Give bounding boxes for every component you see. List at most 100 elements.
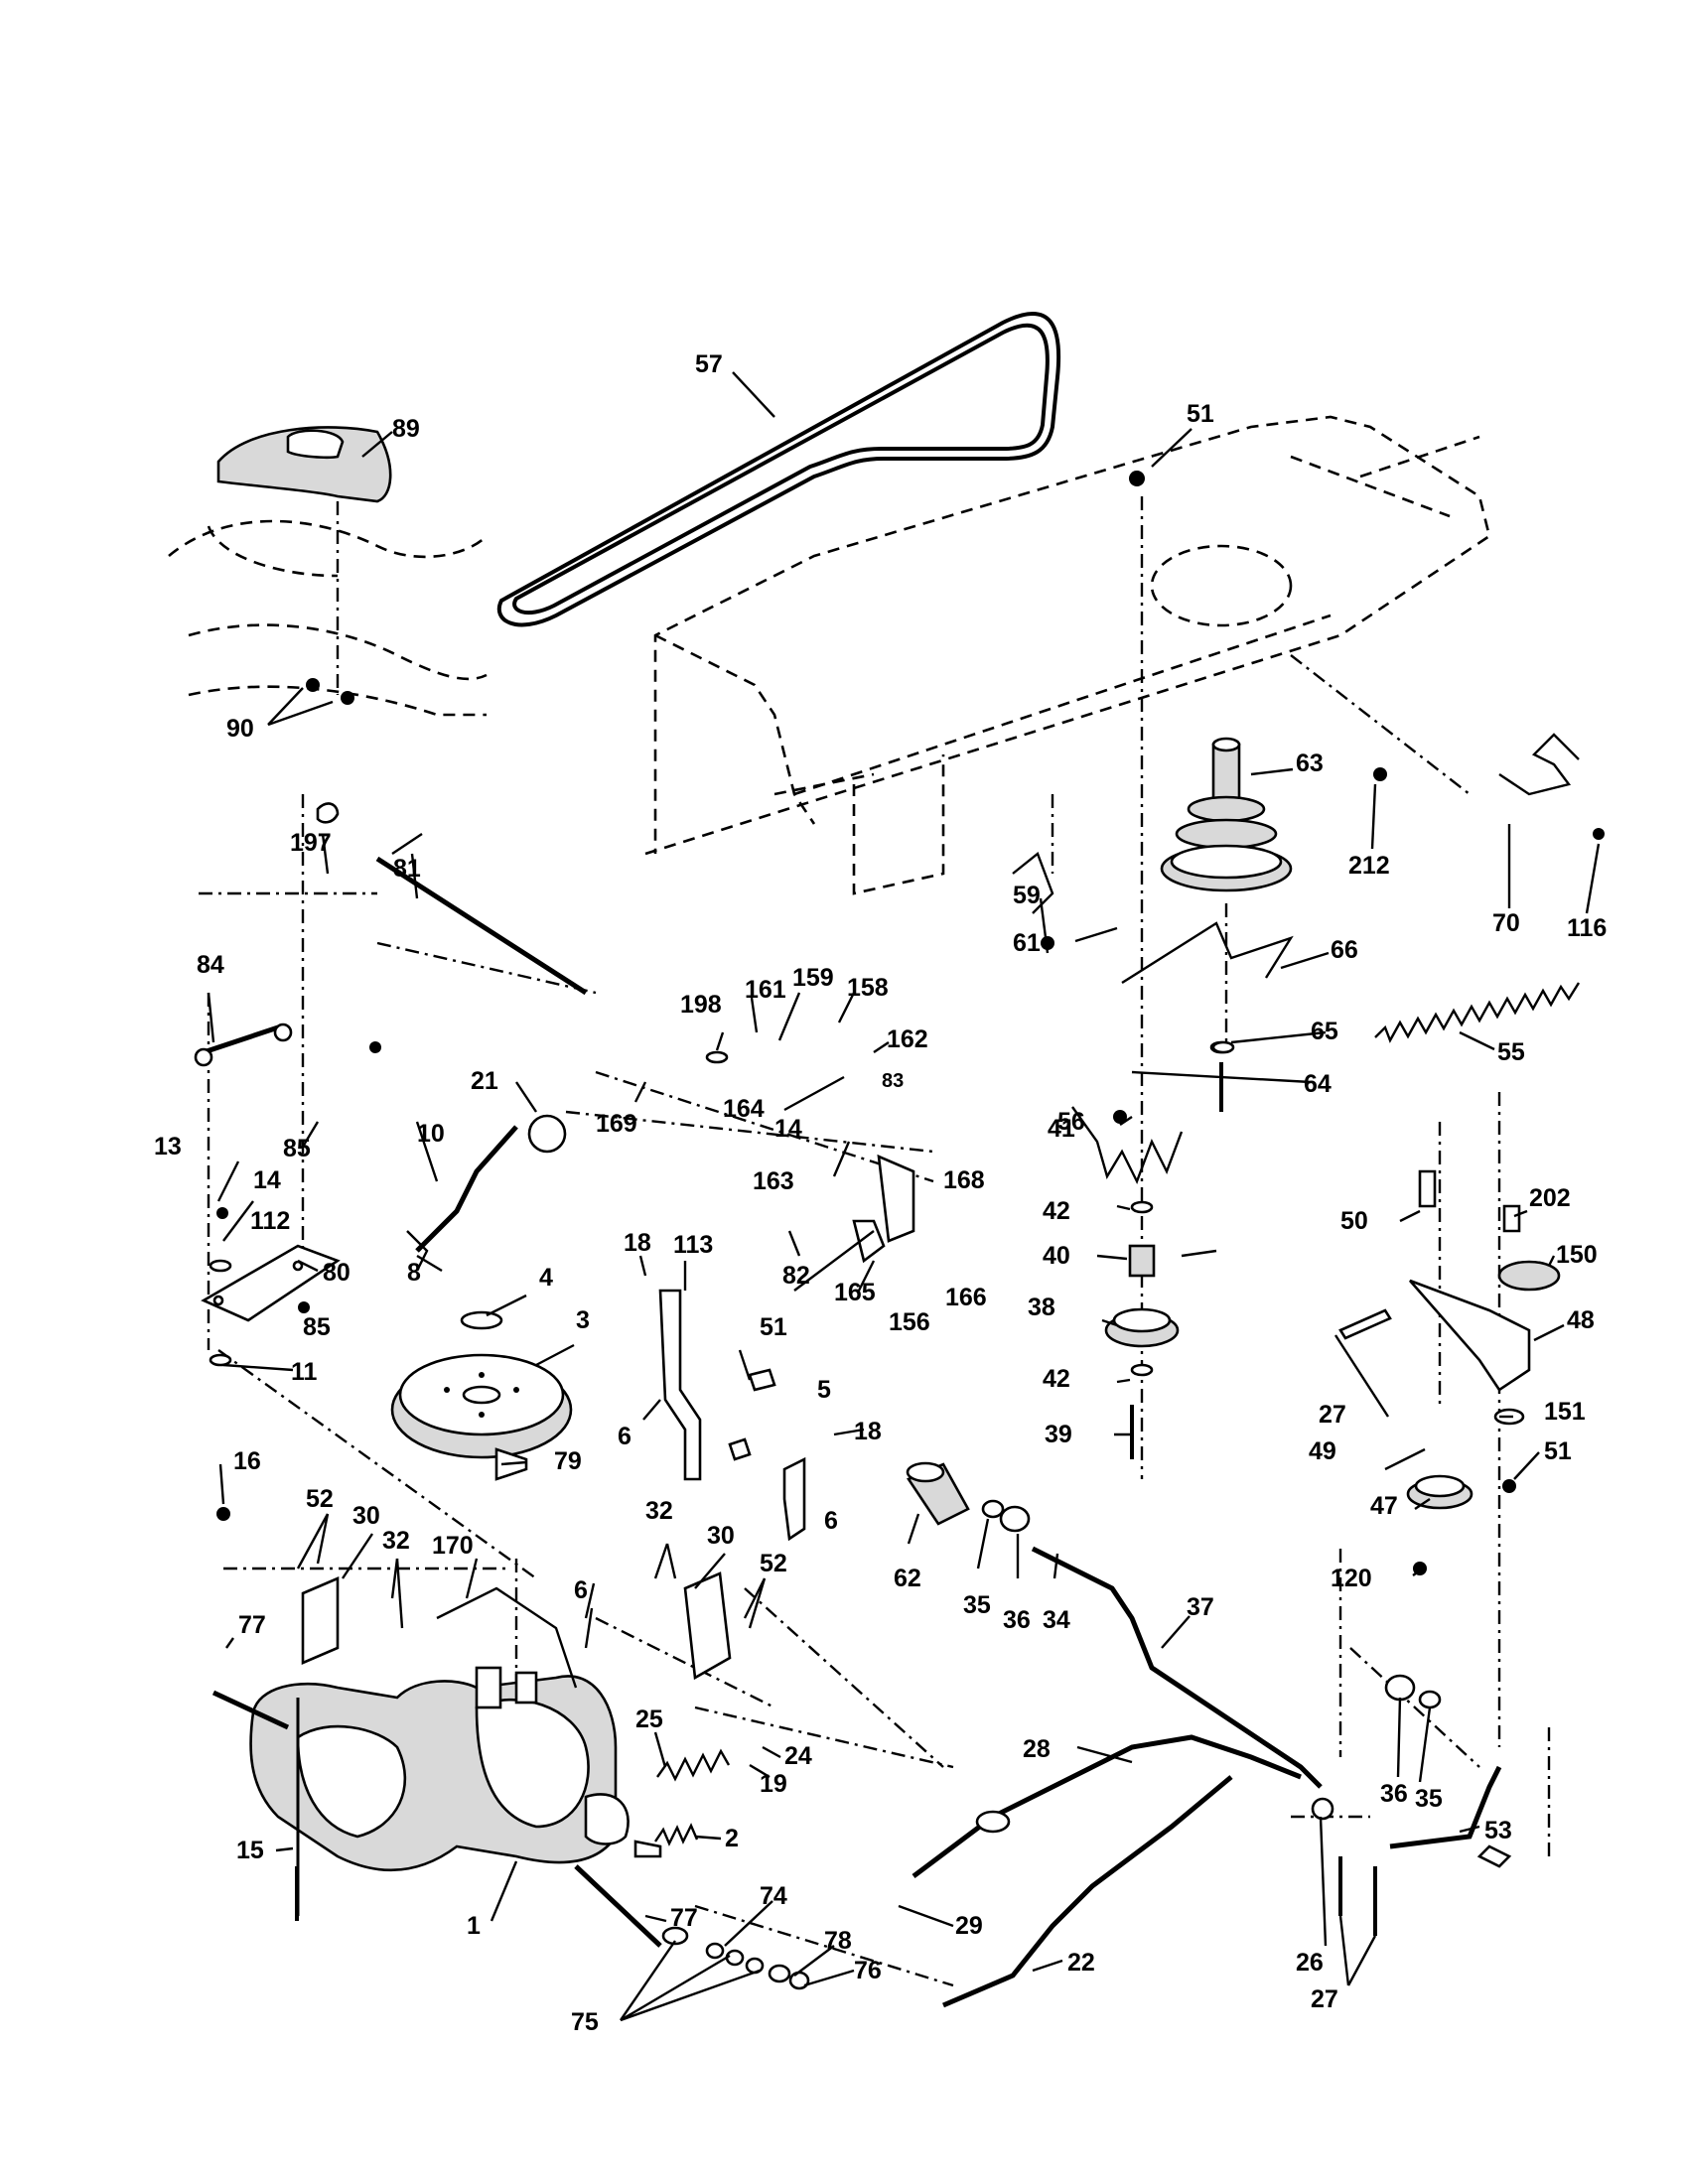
engine-pulley bbox=[1160, 737, 1293, 1042]
label-61: 61 bbox=[1013, 929, 1041, 957]
label-75: 75 bbox=[571, 2008, 599, 2036]
label-70: 70 bbox=[1492, 909, 1520, 937]
label-6b: 6 bbox=[824, 1507, 838, 1535]
bracket-5 bbox=[782, 1456, 806, 1542]
bracket-30a bbox=[301, 1576, 340, 1665]
label-22: 22 bbox=[1067, 1949, 1095, 1977]
label-83: 83 bbox=[882, 1070, 904, 1092]
label-84: 84 bbox=[197, 951, 224, 979]
label-166: 166 bbox=[945, 1284, 987, 1311]
label-112: 112 bbox=[250, 1207, 290, 1235]
label-158: 158 bbox=[847, 974, 889, 1002]
label-19: 19 bbox=[760, 1770, 787, 1798]
label-164: 164 bbox=[723, 1095, 765, 1123]
callout-labels: 57 89 51 90 63 212 70 116 197 81 59 61 6… bbox=[154, 350, 1607, 2036]
label-5: 5 bbox=[817, 1376, 831, 1404]
label-90: 90 bbox=[226, 715, 254, 743]
label-2: 2 bbox=[725, 1825, 739, 1852]
label-15: 15 bbox=[236, 1837, 264, 1864]
label-77a: 77 bbox=[238, 1611, 266, 1639]
label-116: 116 bbox=[1567, 914, 1607, 942]
label-62: 62 bbox=[894, 1565, 921, 1592]
label-77b: 77 bbox=[670, 1904, 698, 1932]
label-120: 120 bbox=[1331, 1565, 1372, 1592]
fender-outline bbox=[168, 519, 488, 717]
label-81: 81 bbox=[393, 855, 421, 883]
label-36b: 36 bbox=[1380, 1780, 1408, 1808]
spring-25 bbox=[656, 1748, 731, 1782]
label-64: 64 bbox=[1304, 1070, 1332, 1098]
label-38: 38 bbox=[1028, 1294, 1055, 1321]
label-50: 50 bbox=[1340, 1207, 1368, 1235]
label-89: 89 bbox=[392, 415, 420, 443]
bracket-113 bbox=[658, 1289, 702, 1481]
drive-belt bbox=[497, 312, 1061, 627]
label-113: 113 bbox=[673, 1231, 713, 1259]
label-74: 74 bbox=[760, 1882, 787, 1910]
label-40: 40 bbox=[1043, 1242, 1070, 1270]
label-24: 24 bbox=[784, 1742, 812, 1770]
label-16: 16 bbox=[233, 1447, 261, 1475]
shift-cover bbox=[216, 426, 392, 695]
label-212: 212 bbox=[1348, 852, 1390, 880]
label-8: 8 bbox=[407, 1259, 421, 1287]
label-51: 51 bbox=[1187, 400, 1214, 428]
label-27a: 27 bbox=[1319, 1401, 1346, 1429]
spring-2 bbox=[654, 1823, 699, 1846]
label-202: 202 bbox=[1529, 1184, 1571, 1212]
label-30b: 30 bbox=[707, 1522, 735, 1550]
label-27b: 27 bbox=[1311, 1985, 1338, 2013]
bracket-80 bbox=[201, 1244, 341, 1322]
label-49: 49 bbox=[1309, 1437, 1336, 1465]
label-85: 85 bbox=[283, 1135, 311, 1162]
label-13: 13 bbox=[154, 1133, 182, 1160]
label-26: 26 bbox=[1296, 1949, 1324, 1977]
label-42a: 42 bbox=[1043, 1197, 1070, 1225]
control-rods bbox=[912, 1546, 1502, 2008]
idler-arm-48 bbox=[1409, 1260, 1561, 1392]
label-65: 65 bbox=[1311, 1018, 1338, 1045]
label-28: 28 bbox=[1023, 1735, 1051, 1763]
label-1: 1 bbox=[467, 1912, 481, 1940]
label-39: 39 bbox=[1045, 1421, 1072, 1448]
leader-lines bbox=[207, 371, 1601, 2022]
label-47: 47 bbox=[1370, 1492, 1398, 1520]
label-32a: 32 bbox=[382, 1527, 410, 1555]
label-56: 56 bbox=[1057, 1108, 1085, 1136]
label-34: 34 bbox=[1043, 1606, 1070, 1634]
label-150: 150 bbox=[1556, 1241, 1598, 1269]
label-36a: 36 bbox=[1003, 1606, 1031, 1634]
label-25: 25 bbox=[635, 1706, 663, 1733]
label-32b: 32 bbox=[645, 1497, 673, 1525]
idler-pulley-47 bbox=[1406, 1474, 1474, 1510]
label-53: 53 bbox=[1484, 1817, 1512, 1844]
label-52a: 52 bbox=[306, 1485, 334, 1513]
label-35b: 35 bbox=[1415, 1785, 1443, 1813]
label-165: 165 bbox=[834, 1279, 876, 1306]
label-41: 41 bbox=[1048, 1115, 1075, 1143]
label-11: 11 bbox=[291, 1358, 318, 1386]
label-10: 10 bbox=[417, 1120, 445, 1148]
label-78: 78 bbox=[824, 1927, 852, 1955]
label-163: 163 bbox=[753, 1167, 794, 1195]
bracket-84 bbox=[194, 1023, 293, 1067]
label-21: 21 bbox=[471, 1067, 498, 1095]
label-6a: 6 bbox=[618, 1423, 632, 1450]
label-14b: 14 bbox=[253, 1166, 281, 1194]
label-6c: 6 bbox=[574, 1576, 588, 1604]
label-59: 59 bbox=[1013, 882, 1041, 909]
label-198: 198 bbox=[680, 991, 722, 1019]
label-37: 37 bbox=[1187, 1593, 1214, 1621]
frame-outline bbox=[644, 415, 1491, 895]
label-169: 169 bbox=[596, 1110, 637, 1138]
label-85b: 85 bbox=[303, 1313, 331, 1341]
label-52b: 52 bbox=[760, 1550, 787, 1577]
label-14: 14 bbox=[774, 1115, 802, 1143]
label-51b: 51 bbox=[760, 1313, 787, 1341]
label-82: 82 bbox=[782, 1262, 810, 1290]
label-79: 79 bbox=[554, 1447, 582, 1475]
bracket-30b bbox=[683, 1571, 732, 1681]
label-66: 66 bbox=[1331, 936, 1358, 964]
label-63: 63 bbox=[1296, 750, 1324, 777]
